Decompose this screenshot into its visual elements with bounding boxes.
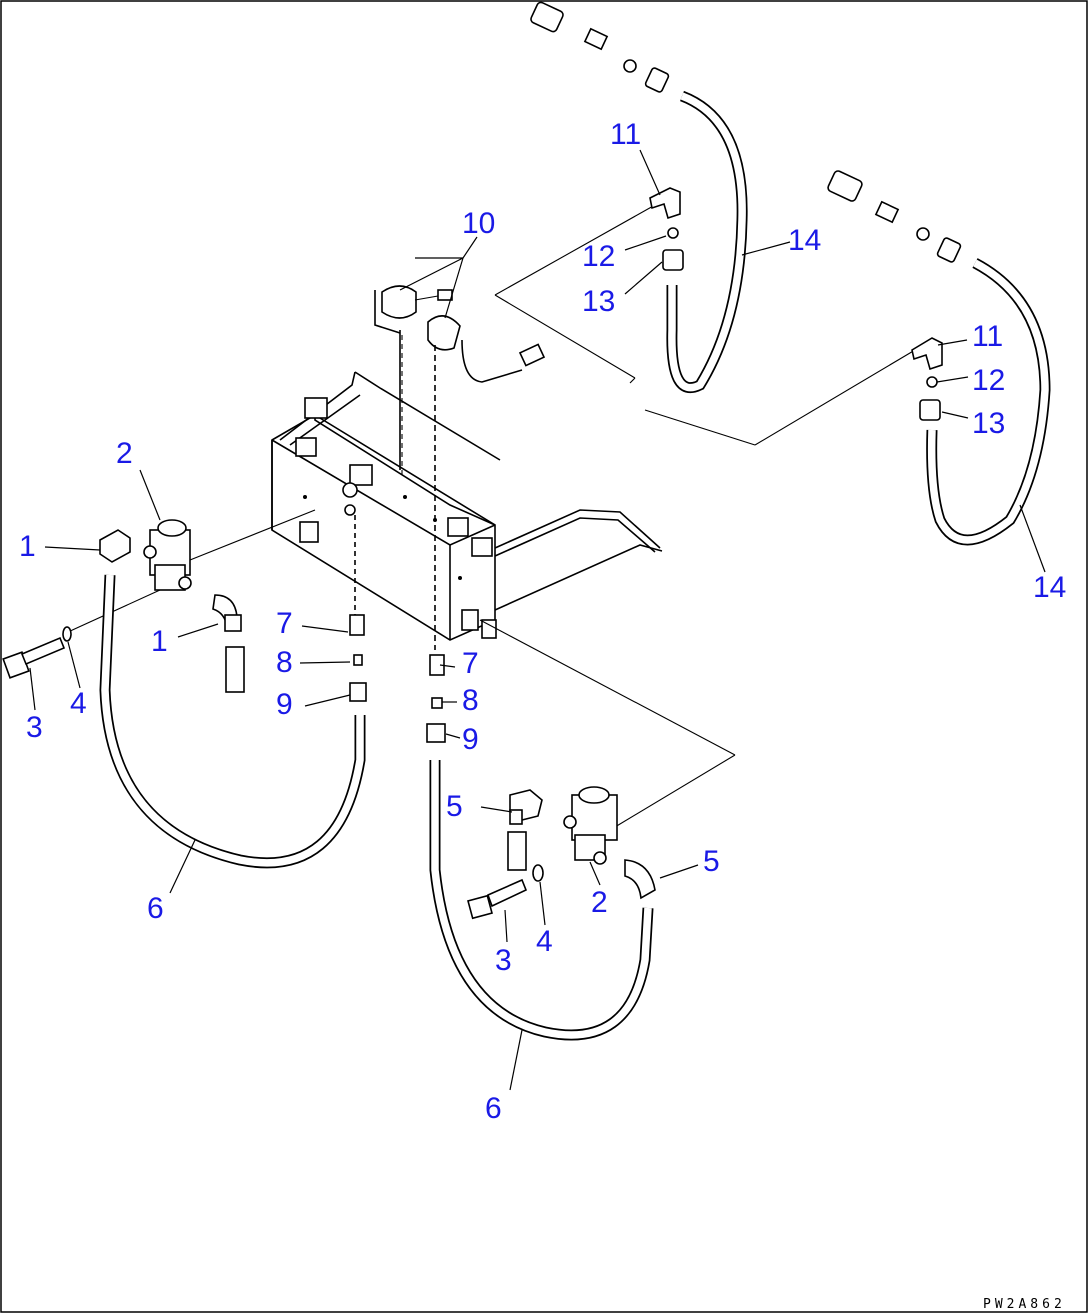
right-fittings-7-8-9 — [426, 654, 446, 743]
callout-12-upper: 12 — [582, 240, 615, 273]
callout-11-right: 11 — [972, 320, 1003, 353]
callout-14-upper: 14 — [788, 224, 821, 257]
upper-nut-13-a — [662, 249, 684, 271]
callout-1-bottom: 1 — [151, 625, 168, 658]
callout-12-right: 12 — [972, 364, 1005, 397]
callout-9-right: 9 — [462, 723, 479, 756]
right-short-tube — [507, 831, 527, 871]
right-washer — [532, 864, 544, 882]
callout-13-upper: 13 — [582, 285, 615, 318]
callout-11-upper: 11 — [610, 118, 641, 151]
upper-nut-13-b — [919, 399, 941, 421]
upper-elbow-11-b — [911, 337, 943, 371]
left-short-tube — [225, 646, 245, 693]
callout-8-right: 8 — [462, 684, 479, 717]
callout-2-left: 2 — [116, 437, 133, 470]
upper-gauge-fittings-1 — [530, 1, 670, 93]
callout-3-left: 3 — [26, 711, 43, 744]
left-bolt — [2, 636, 66, 679]
upper-elbow-11-a — [649, 187, 681, 220]
callout-4-right: 4 — [536, 925, 553, 958]
upper-gauge-fittings-2 — [827, 170, 962, 263]
left-solenoid-valve — [143, 519, 192, 591]
left-elbow-top — [99, 529, 131, 563]
callout-9-left: 9 — [276, 688, 293, 721]
right-elbow-bottom — [624, 859, 656, 900]
callout-labels: 1 2 1 3 4 6 7 8 9 10 11 12 13 14 11 12 1… — [19, 118, 1066, 1125]
right-hose — [429, 760, 654, 1041]
upper-sleeve-12-a — [667, 227, 679, 239]
callout-1-top: 1 — [19, 530, 36, 563]
left-elbow-bottom — [212, 594, 242, 632]
drawing-code: PW2A862 — [983, 1297, 1066, 1312]
callout-5-bottom: 5 — [703, 845, 720, 878]
pressure-switch-assembly — [354, 285, 546, 650]
callout-13-right: 13 — [972, 407, 1005, 440]
callout-2-right: 2 — [591, 886, 608, 919]
upper-sleeve-12-b — [926, 376, 938, 388]
callout-leaders — [29, 149, 1046, 1091]
callout-7-right: 7 — [462, 647, 479, 680]
callout-6-right: 6 — [485, 1092, 502, 1125]
callout-4-left: 4 — [70, 687, 87, 720]
upper-hose-1 — [666, 90, 748, 394]
callout-10: 10 — [462, 207, 495, 240]
right-elbow-top — [509, 789, 543, 825]
right-bolt — [467, 878, 528, 920]
callout-8-left: 8 — [276, 646, 293, 679]
left-fittings-7-8-9 — [349, 614, 367, 702]
callout-3-right: 3 — [495, 944, 512, 977]
connection-lines — [67, 204, 916, 831]
callout-14-right: 14 — [1033, 571, 1066, 604]
upper-hose-2 — [926, 258, 1051, 546]
callout-5-top: 5 — [446, 790, 463, 823]
callout-7-left: 7 — [276, 607, 293, 640]
mounting-bracket — [271, 371, 663, 641]
left-washer — [62, 626, 72, 642]
left-hose — [99, 574, 366, 869]
right-solenoid-valve — [563, 786, 618, 865]
callout-6-left: 6 — [147, 892, 164, 925]
